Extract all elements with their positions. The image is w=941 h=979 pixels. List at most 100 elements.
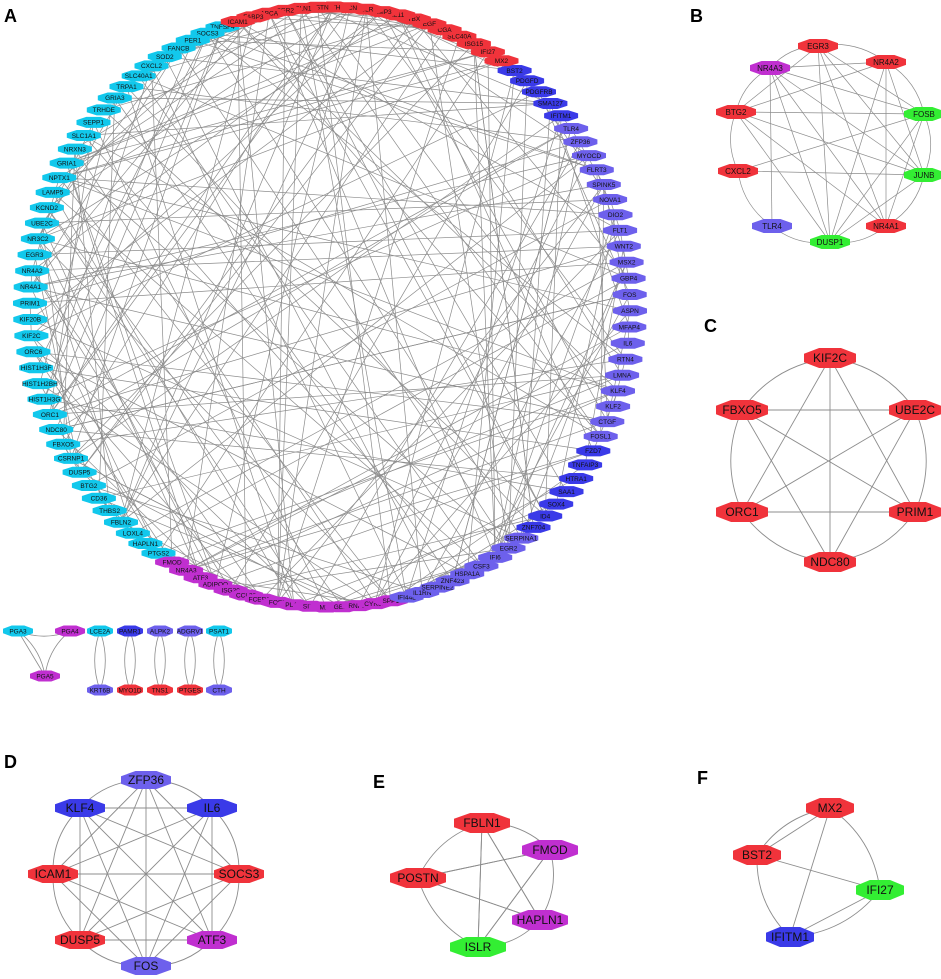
panel-a-node-msx2[interactable]: MSX2 (609, 256, 644, 268)
panel-a-node-orc1[interactable]: ORC1 (32, 409, 67, 420)
panel-a-node-aspn[interactable]: ASPN (613, 305, 647, 317)
panel-f-node-ifi27[interactable]: IFI27 (856, 880, 904, 900)
panel-a-node-trpa1[interactable]: TRPA1 (109, 81, 144, 93)
panel-e-node-fbln1[interactable]: FBLN1 (454, 813, 510, 833)
panel-a-node-htra1[interactable]: HTRA1 (559, 473, 594, 484)
panel-a-node-ifitm1[interactable]: IFITM1 (544, 110, 579, 122)
panel-a-node-znf704[interactable]: ZNF704 (516, 521, 551, 533)
panel-a-node-fos[interactable]: FOS (612, 289, 647, 300)
panel-a-node-kif20b[interactable]: KIF20B (13, 314, 48, 325)
panel-e-node-postn[interactable]: POSTN (390, 868, 446, 888)
panel-a-node-sepp1[interactable]: SEPP1 (76, 116, 111, 128)
panel-d-node-socs3[interactable]: SOCS3 (214, 865, 264, 883)
panel-a-node-nr4a1[interactable]: NR4A1 (13, 281, 48, 293)
panel-a-node-fancb[interactable]: FANCB (161, 42, 196, 54)
panel-a-sat-node-ptges[interactable]: PTGES (177, 684, 203, 696)
panel-a-node-csf3[interactable]: CSF3 (464, 560, 499, 572)
panel-a-sat-node-pamr1[interactable]: PAMR1 (117, 625, 143, 637)
panel-a-node-gria3[interactable]: GRIA3 (97, 92, 132, 104)
panel-a-node-fosl1[interactable]: FOSL1 (583, 430, 618, 442)
panel-d-node-zfp36[interactable]: ZFP36 (121, 771, 171, 789)
panel-a-node-egr3[interactable]: EGR3 (17, 249, 52, 261)
panel-a-node-fbxo5[interactable]: FBXO5 (46, 438, 81, 450)
panel-a-node-pdgfd[interactable]: PDGFD (510, 75, 545, 87)
panel-a-sat-node-adgrv1[interactable]: ADGRV1 (177, 625, 204, 637)
panel-a-node-id4[interactable]: ID4 (528, 510, 563, 522)
panel-a-node-btg2[interactable]: BTG2 (71, 480, 106, 491)
panel-b-node-nr4a3[interactable]: NR4A3 (750, 61, 790, 75)
panel-f-node-ifitm1[interactable]: IFITM1 (766, 927, 814, 947)
panel-b-node-cxcl2[interactable]: CXCL2 (718, 164, 758, 178)
panel-a-node-klf2[interactable]: KLF2 (596, 400, 631, 412)
panel-a-node-fbln2[interactable]: FBLN2 (104, 516, 138, 528)
panel-a-node-rtn4[interactable]: RTN4 (608, 353, 643, 365)
panel-a-node-ndc80[interactable]: NDC80 (39, 424, 74, 435)
panel-a-node-il6[interactable]: IL6 (610, 337, 645, 349)
panel-a-sat-node-pga5[interactable]: PGA5 (30, 670, 60, 682)
panel-d-node-atf3[interactable]: ATF3 (187, 931, 237, 949)
panel-d-node-fos[interactable]: FOS (121, 957, 171, 975)
panel-a-sat-node-krt6b[interactable]: KRT6B (87, 684, 113, 696)
panel-a-node-slc1a1[interactable]: SLC1A1 (66, 130, 101, 141)
panel-d-node-il6[interactable]: IL6 (187, 799, 237, 817)
panel-a-node-tlr4[interactable]: TLR4 (554, 123, 589, 134)
panel-a-sat-node-myo1d[interactable]: MYO1D (117, 684, 143, 696)
panel-a-node-egr2[interactable]: EGR2 (491, 542, 526, 554)
panel-a-node-saa1[interactable]: SAA1 (549, 486, 584, 498)
panel-a-node-hist1h3f[interactable]: HIST1H3F (19, 362, 54, 374)
panel-b-node-nr4a2[interactable]: NR4A2 (866, 55, 906, 69)
panel-a-node-wnt2[interactable]: WNT2 (606, 240, 641, 252)
panel-a-node-ifi6[interactable]: IFI6 (478, 551, 513, 563)
panel-c-node-kif2c[interactable]: KIF2C (804, 348, 856, 368)
panel-a-node-gria1[interactable]: GRIA1 (49, 157, 84, 169)
panel-b-node-btg2[interactable]: BTG2 (716, 105, 756, 119)
panel-a-node-kcnd2[interactable]: KCND2 (29, 202, 64, 214)
panel-a-node-zfp36[interactable]: ZFP36 (563, 136, 598, 148)
panel-a-sat-node-psat1[interactable]: PSAT1 (206, 625, 232, 637)
panel-a-node-klf4[interactable]: KLF4 (601, 385, 635, 397)
panel-a-sat-node-tns1[interactable]: TNS1 (147, 684, 173, 696)
panel-a-node-gbp4[interactable]: GBP4 (611, 272, 646, 284)
panel-e-node-islr[interactable]: ISLR (450, 937, 506, 957)
panel-d-node-klf4[interactable]: KLF4 (55, 799, 105, 817)
panel-c-node-ndc80[interactable]: NDC80 (804, 552, 856, 572)
panel-a-node-nr4a2[interactable]: NR4A2 (15, 265, 50, 277)
panel-a-node-orc6[interactable]: ORC6 (16, 346, 51, 358)
panel-a-node-flt1[interactable]: FLT1 (603, 224, 638, 236)
panel-a-node-fzd7[interactable]: FZD7 (576, 445, 611, 457)
panel-a-sat-node-pga3[interactable]: PGA3 (3, 625, 33, 637)
panel-a-node-spink5[interactable]: SPINK5 (586, 179, 621, 190)
panel-a-node-nr3c2[interactable]: NR3C2 (20, 233, 55, 245)
panel-a-node-trhde[interactable]: TRHDE (86, 104, 121, 116)
panel-f-node-bst2[interactable]: BST2 (733, 845, 781, 865)
panel-a-node-serpina1[interactable]: SERPINA1 (504, 532, 539, 544)
panel-a-node-mx2[interactable]: MX2 (484, 55, 519, 67)
panel-a-node-csrnp1[interactable]: CSRNP1 (54, 452, 88, 464)
panel-a-node-sma127[interactable]: SMA127 (533, 98, 568, 109)
panel-a-node-ptgs2[interactable]: PTGS2 (141, 547, 176, 559)
panel-a-node-prim1[interactable]: PRIM1 (13, 297, 47, 309)
panel-a-node-ube2c[interactable]: UBE2C (25, 217, 59, 229)
panel-a-sat-node-alpk2[interactable]: ALPK2 (147, 625, 173, 637)
panel-d-node-icam1[interactable]: ICAM1 (28, 865, 78, 883)
panel-a-node-myocd[interactable]: MYOCD (572, 150, 606, 162)
panel-b-node-junb[interactable]: JUNB (904, 168, 941, 182)
panel-a-node-tnfaip3[interactable]: TNFAIP3 (568, 459, 603, 471)
panel-c-node-fbxo5[interactable]: FBXO5 (716, 400, 768, 420)
panel-a-node-mfap4[interactable]: MFAP4 (612, 321, 647, 333)
panel-b-node-fosb[interactable]: FOSB (904, 107, 941, 121)
panel-b-node-egr3[interactable]: EGR3 (798, 39, 838, 53)
panel-a-node-flrt3[interactable]: FLRT3 (579, 164, 614, 176)
panel-a-node-thbs2[interactable]: THBS2 (92, 505, 127, 516)
panel-a-node-ctgf[interactable]: CTGF (590, 416, 625, 428)
panel-a-node-lamp5[interactable]: LAMP5 (35, 186, 70, 198)
panel-b-node-nr4a1[interactable]: NR4A1 (866, 219, 906, 233)
panel-c-node-prim1[interactable]: PRIM1 (889, 502, 941, 522)
panel-f-node-mx2[interactable]: MX2 (806, 798, 854, 818)
panel-a-node-dio2[interactable]: DIO2 (598, 209, 633, 221)
panel-a-sat-node-cth[interactable]: CTH (206, 684, 232, 696)
panel-a-node-slc40a1[interactable]: SLC40A1 (121, 70, 156, 82)
panel-a-node-sox4[interactable]: SOX4 (539, 498, 574, 510)
panel-d-node-dusp5[interactable]: DUSP5 (55, 931, 105, 949)
panel-b-node-tlr4[interactable]: TLR4 (752, 219, 792, 233)
